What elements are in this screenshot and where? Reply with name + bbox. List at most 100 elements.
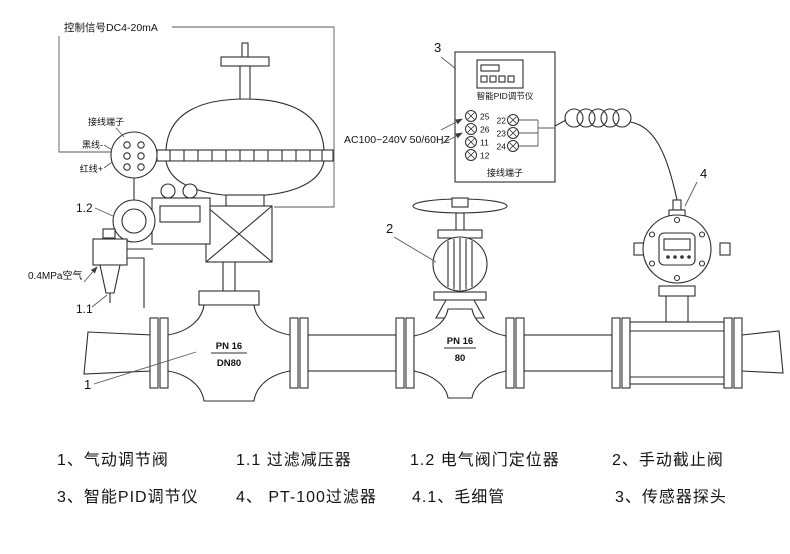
pipe-flange [159,317,169,389]
mounting-bracket [127,257,145,308]
terminal-23 [507,127,519,139]
valve-bonnet [198,290,260,306]
actuator-handle [220,56,270,67]
pipe-segment [741,330,784,374]
controller-title: 智能PID调节仪 [477,91,534,101]
power-arrow [440,118,463,131]
terminal-12-label: 12 [480,151,490,161]
pipe-flange [405,317,415,389]
terminal-26-label: 26 [480,125,490,135]
pipe-flange [621,317,631,389]
terminal-25-label: 25 [480,112,490,122]
positioner-cover [112,199,156,243]
pipe-flange [733,317,743,389]
sensor-spool [629,321,725,385]
bonnet-base [433,291,487,301]
callout-1-1-leader [91,294,108,308]
actuator-neck [225,194,265,207]
pipe-flange [505,317,515,389]
positioner-body [151,197,211,245]
pid-controller: 智能PID调节仪 25 26 11 12 22 23 24 接线端子 [454,51,556,183]
regulator-bowl [99,264,121,294]
red-wire-label: 红线+ [80,163,103,174]
pipe-segment [307,334,397,372]
callout-1-1: 1.1 [76,302,93,316]
legend-item-pid-controller: 3、智能PID调节仪 [57,489,199,506]
sensor-display [663,238,691,251]
terminal-11 [465,136,477,148]
pipe-flange [395,317,405,389]
piping-diagram: 控制信号DC4-20mA PN 16 DN80 [28,21,784,402]
terminal-24 [507,140,519,152]
bonnet-hatch [447,238,473,290]
terminal-output-bracket [519,119,555,147]
callout-2: 2 [386,221,393,236]
terminal-23-label: 23 [497,129,507,139]
terminal-block-housing [110,131,158,179]
callout-1: 1 [84,377,91,392]
terminal-12 [465,149,477,161]
valve-stem [222,260,236,294]
valve-body [413,308,507,399]
callout-2-leader [393,236,437,263]
pressure-gauge [160,183,176,199]
actuator-flange-bolts [169,150,323,161]
coiled-cable [554,108,678,201]
terminal-26 [465,123,477,135]
red-wire-leader [103,161,113,169]
filter-regulator [92,228,153,308]
terminal-block [110,131,158,179]
signal-wire-left [58,36,111,153]
regulator-body [92,238,128,266]
sensor-neck [665,293,689,323]
air-supply-arrow [83,266,98,283]
regulator-knob [102,228,116,239]
yoke-brace [205,205,273,263]
pneumatic-actuator [156,42,334,263]
legend-item-capillary: 4.1、毛细管 [412,489,506,506]
terminal-11-label: 11 [480,138,489,148]
actuator-dome-upper [165,98,325,151]
pipe-flange [611,317,621,389]
callout-1-2-leader [94,207,114,217]
terminal-22-label: 22 [497,116,507,126]
sensor-side-tab [719,242,731,256]
terminal-25 [465,110,477,122]
positioner-cover-inner [121,208,147,234]
valve1-rating-bottom: DN80 [217,358,241,369]
control-valve-body: PN 16 DN80 [167,260,291,402]
actuator-top-stem [239,65,251,103]
valve2-rating-bottom: 80 [455,353,466,364]
actuator-flange-band [156,149,334,162]
callout-3-leader [440,56,457,70]
valve1-rating-top: PN 16 [216,341,242,352]
positioner-window [159,205,201,223]
legend-item-stop-valve: 2、手动截止阀 [612,452,724,469]
controller-terminal-label: 接线端子 [487,167,523,178]
pipe-flange [515,317,525,389]
callout-1-leader [93,351,197,385]
black-wire-leader [103,144,113,151]
sensor-collar [658,285,696,297]
pipeline [83,317,784,389]
display-readout [480,64,500,72]
callout-4-leader [684,181,698,207]
handwheel-hub [451,197,469,208]
pipe-segment [83,331,153,375]
terminal-block-label: 接线端子 [88,116,124,127]
controller-display [476,59,524,89]
pipe-flange [149,317,159,389]
valve-stem [455,212,465,233]
control-signal-label: 控制信号DC4-20mA [64,21,158,34]
sensor-probe [629,199,731,385]
sensor-display-frame [658,232,696,266]
pipe-flange [299,317,309,389]
legend-item-pt100: 4、 PT-100过滤器 [236,489,377,506]
terminal-22 [507,114,519,126]
sensor-cable-gland [672,199,682,211]
pressure-gauge [182,183,198,199]
black-wire-label: 黑线- [82,139,103,150]
terminal-24-label: 24 [497,142,507,152]
callout-4: 4 [700,166,707,181]
power-label: AC100~240V 50/60HZ [344,134,451,146]
